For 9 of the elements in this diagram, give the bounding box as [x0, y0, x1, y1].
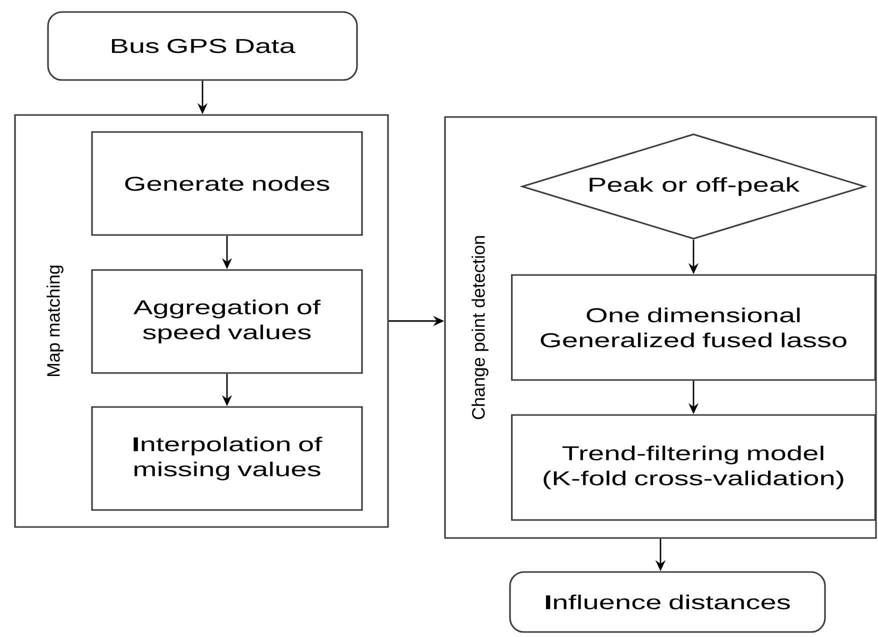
process-box: Aggregation of speed values: [91, 269, 363, 374]
process-box: Interpolation of missing values: [91, 406, 363, 511]
terminal-box: Influence distances: [509, 571, 826, 633]
panel-label: Change point detection: [472, 236, 488, 420]
panel-label: Map matching: [46, 266, 64, 376]
process-box: Trend-filtering model (K-fold cross-validation): [511, 414, 876, 521]
terminal-box: Bus GPS Data: [47, 11, 358, 81]
process-box: One dimensional Generalized fused lasso: [511, 274, 876, 381]
process-box: Generate nodes: [91, 131, 363, 236]
